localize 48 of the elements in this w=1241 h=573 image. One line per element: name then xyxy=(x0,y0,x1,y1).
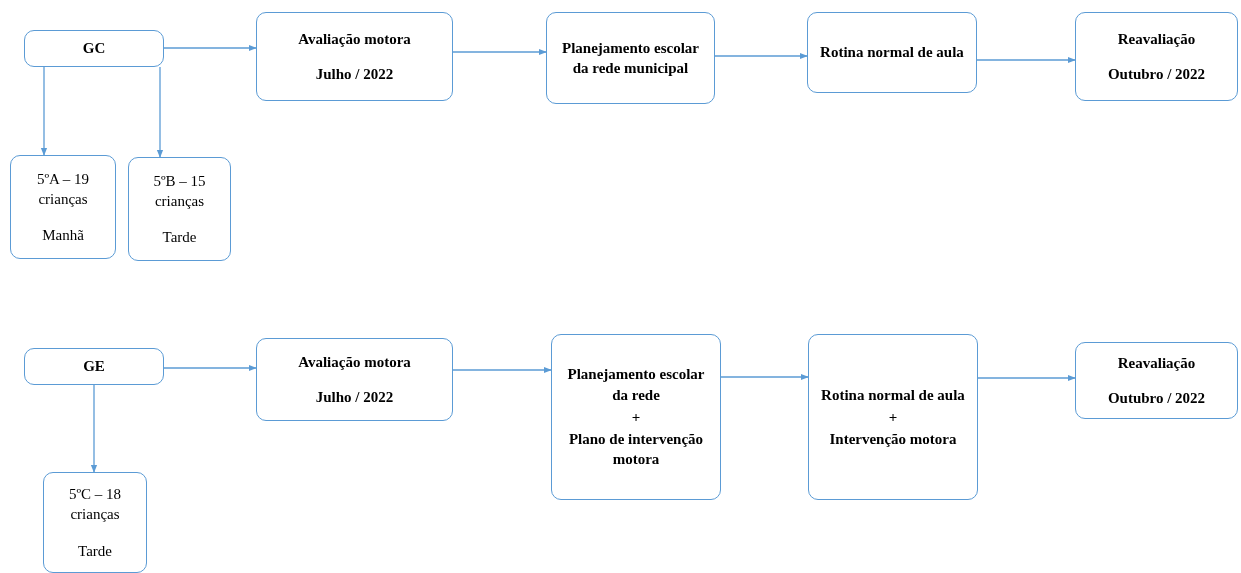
node-text: Tarde xyxy=(78,541,112,561)
node-text: GC xyxy=(82,39,106,59)
node-text: Manhã xyxy=(42,226,84,246)
node-text: Julho / 2022 xyxy=(315,387,394,407)
node-text: Julho / 2022 xyxy=(315,64,394,84)
process-box xyxy=(546,12,715,104)
node-text: Rotina normal de aula xyxy=(821,385,965,405)
process-box xyxy=(24,30,164,67)
node-text: Outubro / 2022 xyxy=(1107,388,1206,408)
process-box xyxy=(256,12,453,101)
process-box xyxy=(10,155,116,259)
arrow xyxy=(156,66,164,158)
process-box xyxy=(1075,12,1238,101)
arrow xyxy=(720,373,809,381)
node-text: Tarde xyxy=(162,228,197,248)
process-box xyxy=(256,338,453,421)
arrow xyxy=(452,48,547,56)
node-text: Reavaliação xyxy=(1117,30,1196,50)
arrow xyxy=(163,44,257,52)
arrow xyxy=(714,52,808,60)
node-text: Plano de intervenção motora xyxy=(567,430,705,470)
node-text: Avaliação motora xyxy=(298,30,411,50)
node-text: Intervenção motora xyxy=(829,430,957,450)
process-box xyxy=(43,472,147,573)
node-text: 5ºA – 19 crianças xyxy=(35,169,91,209)
process-box xyxy=(1075,342,1238,419)
arrow xyxy=(452,366,552,374)
arrow xyxy=(976,56,1076,64)
arrow xyxy=(977,374,1076,382)
process-box xyxy=(128,157,231,261)
node-text: Reavaliação xyxy=(1117,354,1196,374)
process-box xyxy=(808,334,978,500)
arrow xyxy=(163,364,257,372)
node-text: + xyxy=(631,407,641,427)
arrow xyxy=(90,384,98,473)
node-text: 5ºC – 18 crianças xyxy=(67,485,123,525)
node-text: Planejamento escolar da rede municipal xyxy=(560,38,700,78)
node-text: Planejamento escolar da rede xyxy=(566,365,706,405)
node-text: Avaliação motora xyxy=(298,353,411,373)
process-box xyxy=(807,12,977,93)
node-text: + xyxy=(888,407,898,427)
node-text: Outubro / 2022 xyxy=(1107,64,1206,84)
node-text: GE xyxy=(83,357,105,377)
node-text: 5ºB – 15 crianças xyxy=(152,171,207,211)
arrow xyxy=(40,66,48,156)
process-box xyxy=(24,348,164,385)
node-text: Rotina normal de aula xyxy=(820,43,964,63)
process-box xyxy=(551,334,721,500)
